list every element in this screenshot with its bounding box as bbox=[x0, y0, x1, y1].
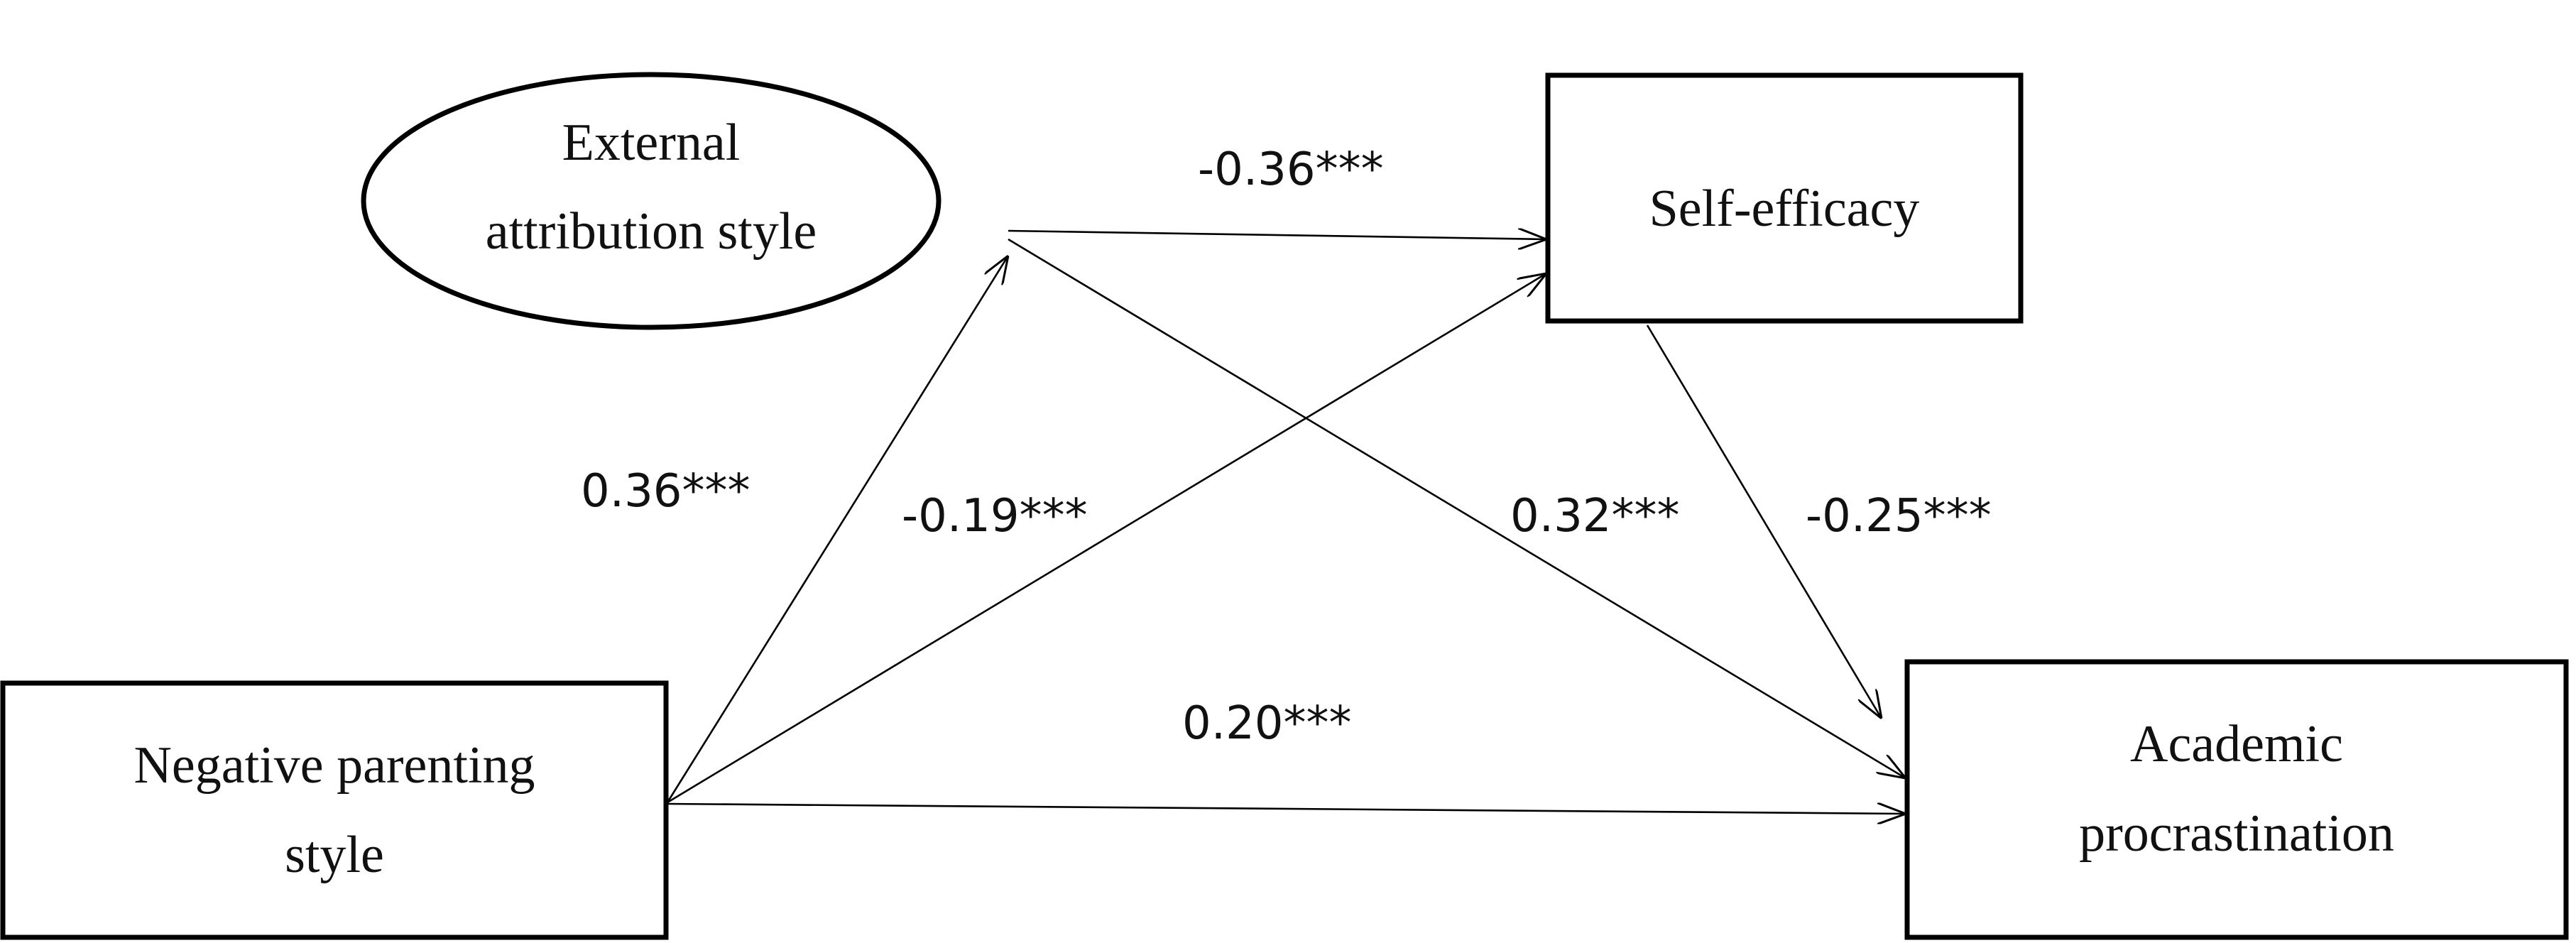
arrow-parenting-to-procrastination bbox=[667, 804, 1906, 814]
coef-attribution-to-efficacy: -0.36*** bbox=[1198, 143, 1384, 196]
node-academic-procrastination: Academic procrastination bbox=[1904, 659, 2569, 940]
coef-parenting-to-efficacy: -0.19*** bbox=[902, 490, 1088, 543]
arrow-attribution-to-efficacy bbox=[1008, 231, 1546, 239]
arrow-parenting-to-attribution bbox=[666, 256, 1008, 803]
node-external-attribution-style: External attribution style bbox=[361, 72, 942, 330]
coef-parenting-to-attribution: 0.36*** bbox=[581, 465, 751, 518]
node-label: Self-efficacy bbox=[1649, 180, 1920, 238]
coef-attribution-to-procrastination: 0.32*** bbox=[1510, 490, 1680, 543]
arrow-attribution-to-procrastination bbox=[1008, 238, 1906, 778]
node-label-line2: procrastination bbox=[2079, 805, 2394, 863]
arrow-parenting-to-efficacy bbox=[667, 273, 1546, 804]
box-shape bbox=[1545, 72, 2024, 324]
box-shape bbox=[0, 680, 669, 940]
ellipse-shape bbox=[361, 72, 942, 330]
node-label-line1: External bbox=[562, 114, 741, 172]
coef-parenting-to-procrastination: 0.20*** bbox=[1182, 697, 1352, 750]
arrow-efficacy-to-procrastination bbox=[1646, 325, 1882, 719]
coef-efficacy-to-procrastination: -0.25*** bbox=[1806, 490, 1992, 543]
node-negative-parenting-style: Negative parenting style bbox=[0, 680, 669, 940]
box-shape bbox=[1904, 659, 2569, 940]
node-label-line2: attribution style bbox=[486, 202, 817, 261]
node-self-efficacy: Self-efficacy bbox=[1545, 72, 2024, 324]
node-label-line2: style bbox=[285, 826, 384, 884]
node-label-line1: Academic bbox=[2130, 715, 2343, 773]
node-label-line1: Negative parenting bbox=[133, 736, 535, 795]
